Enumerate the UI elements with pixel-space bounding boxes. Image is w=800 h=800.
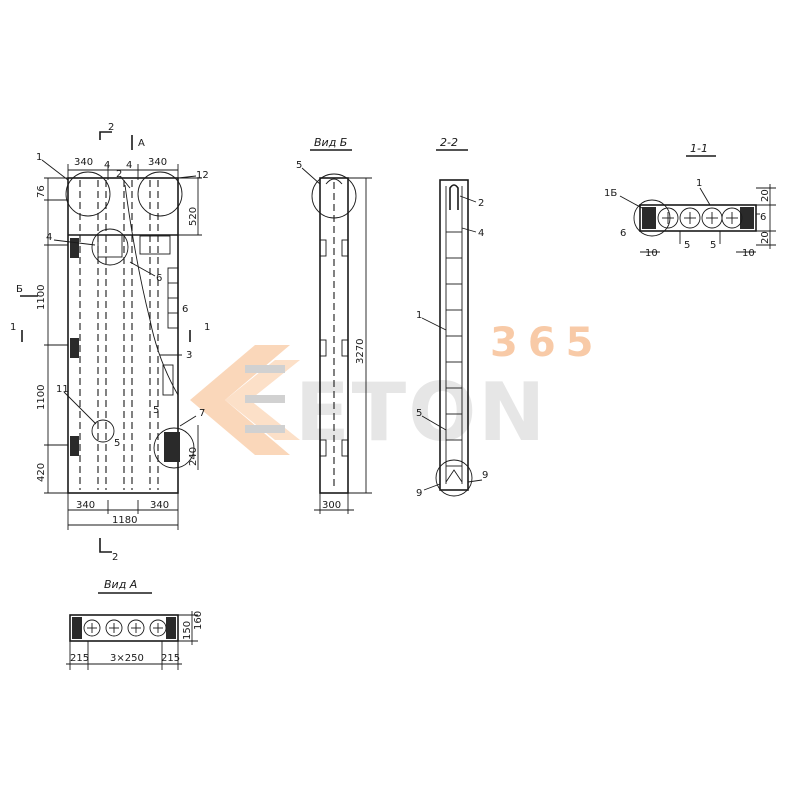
section-1-1-dim-10a: 10 [645, 248, 658, 259]
watermark-brand: ETON [295, 366, 547, 459]
section-1-1: 1-1 1 1Б 6 6 5 5 [604, 142, 776, 259]
view-b-dim-width: 300 [322, 500, 341, 511]
callout-6b: 6 [182, 304, 188, 315]
section-1-right: 1 [204, 322, 210, 333]
dim-top-left: 340 [74, 157, 93, 168]
view-a-cores [83, 619, 167, 637]
dim-side-420: 420 [36, 463, 47, 482]
section-1-1-callout-5a: 5 [684, 240, 690, 251]
watermark: 365 ETON [190, 320, 604, 459]
section-2-2-title: 2-2 [440, 136, 458, 149]
view-a-arrow-label: А [138, 138, 145, 149]
watermark-number: 365 [490, 320, 604, 366]
section-mark-top: 2 [108, 122, 114, 133]
hollow-cores [657, 207, 743, 229]
callout-1: 1 [36, 152, 42, 163]
view-b-callout-5: 5 [296, 160, 302, 171]
dim-side-240: 240 [188, 447, 199, 466]
view-b: Вид Б 5 3270 300 [296, 136, 372, 514]
callout-4b: 4 [126, 160, 132, 171]
dim-bottom-left: 340 [76, 500, 95, 511]
view-a-title: Вид А [104, 578, 137, 591]
section-2-2-callout-9b: 9 [482, 470, 488, 481]
callout-4c: 4 [46, 232, 52, 243]
dim-side-520: 520 [188, 207, 199, 226]
callout-3: 3 [186, 350, 192, 361]
callout-4a: 4 [104, 160, 110, 171]
view-a-dim-right: 215 [161, 653, 180, 664]
section-1-1-callout-6b: 6 [760, 212, 766, 223]
section-2-2-callout-2: 2 [478, 198, 484, 209]
callout-12: 12 [196, 170, 209, 181]
watermark-logo-icon [190, 345, 300, 455]
callout-7: 7 [199, 408, 205, 419]
view-b-arrow-label: Б [16, 284, 23, 295]
view-a-dim-h1: 150 [182, 621, 193, 640]
section-2-2-callout-5: 5 [416, 408, 422, 419]
section-2-2: 2-2 2 4 1 5 9 9 [416, 136, 488, 499]
section-1-1-dim-10b: 10 [742, 248, 755, 259]
callout-5a: 5 [114, 438, 120, 449]
view-b-dim-height: 3270 [355, 339, 366, 364]
section-1-left: 1 [10, 322, 16, 333]
view-a-dim-h2: 160 [193, 611, 204, 630]
section-1-1-dim-20a: 20 [760, 189, 771, 202]
callout-11: 11 [56, 384, 69, 395]
section-1-1-callout-1: 1 [696, 178, 702, 189]
view-a: Вид А 215 3×250 215 150 16 [66, 578, 204, 670]
dim-side-1100-upper: 1100 [36, 285, 47, 310]
dim-side-76: 76 [36, 185, 47, 198]
view-b-title: Вид Б [314, 136, 347, 149]
dim-overall-width: 1180 [112, 515, 137, 526]
section-1-1-title: 1-1 [690, 142, 708, 155]
section-1-1-callout-5b: 5 [710, 240, 716, 251]
callout-6a: 6 [156, 273, 162, 284]
section-1-1-callout-6a: 6 [620, 228, 626, 239]
dim-top-right: 340 [148, 157, 167, 168]
section-1-1-callout-1b: 1Б [604, 188, 617, 199]
main-view: 2 2 А Б 1 1 340 340 76 1100 1100 420 [10, 122, 210, 563]
panel-outline [67, 177, 179, 494]
dim-bottom-right: 340 [150, 500, 169, 511]
dim-side-1100-lower: 1100 [36, 385, 47, 410]
callout-5b: 5 [153, 405, 159, 416]
stirrups [446, 231, 462, 467]
section-1-1-dim-20b: 20 [760, 231, 771, 244]
view-a-dim-mid: 3×250 [110, 653, 144, 664]
section-2-2-callout-1: 1 [416, 310, 422, 321]
section-2-2-callout-4: 4 [478, 228, 484, 239]
view-a-dim-left: 215 [70, 653, 89, 664]
callout-2: 2 [116, 169, 122, 180]
section-mark-bottom: 2 [112, 552, 118, 563]
section-2-2-callout-9a: 9 [416, 488, 422, 499]
